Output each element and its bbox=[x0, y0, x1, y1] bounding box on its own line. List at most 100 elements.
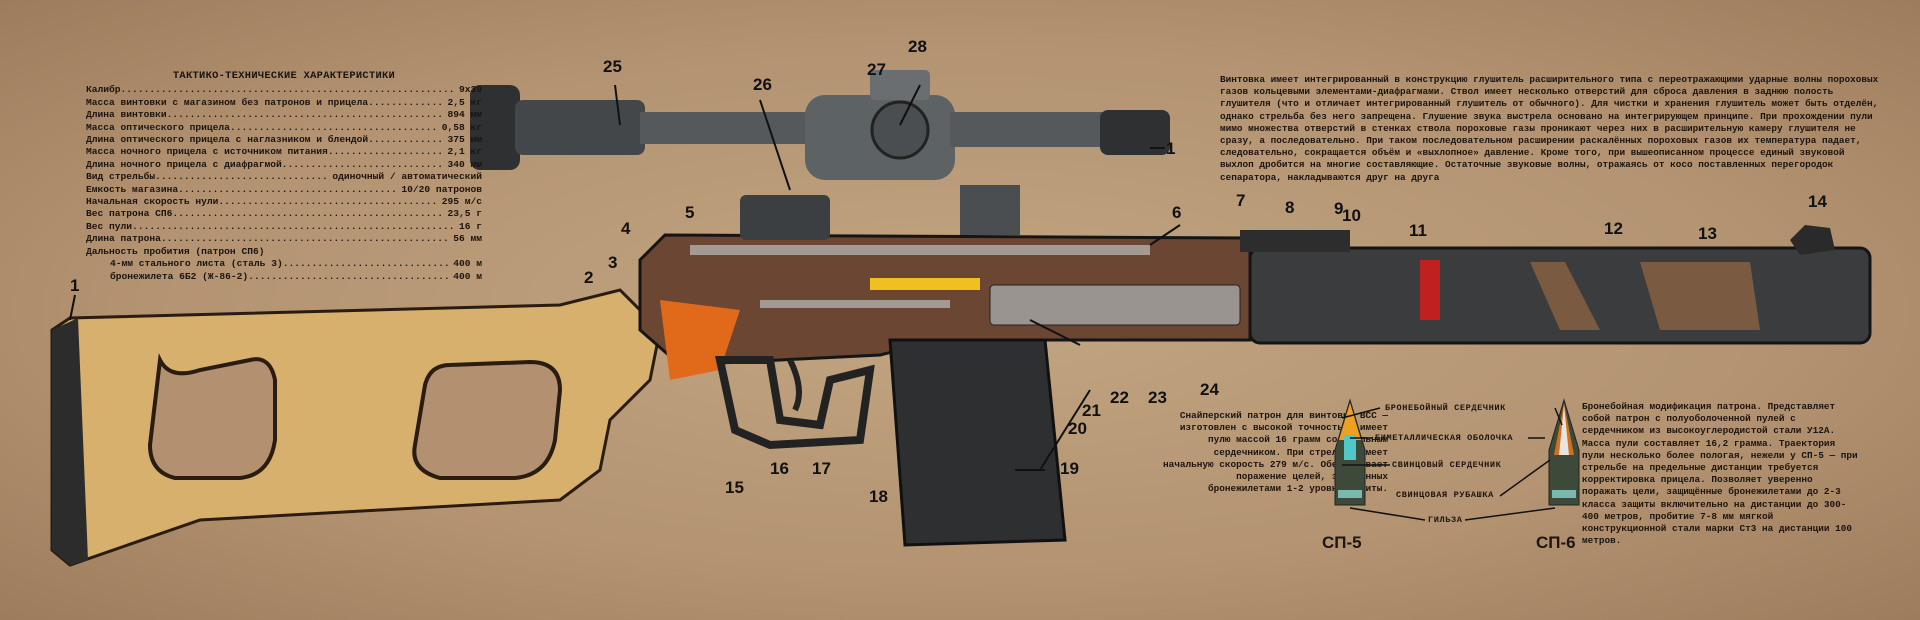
spec-value: 16 г bbox=[458, 220, 482, 232]
spec-value: 295 м/с bbox=[441, 196, 482, 208]
label-bimetal-jacket: БИМЕТАЛЛИЧЕСКАЯ ОБОЛОЧКА bbox=[1375, 433, 1514, 443]
spec-label: Начальная скорость нули bbox=[86, 196, 219, 208]
spec-value: 23,5 г bbox=[447, 208, 482, 220]
optical-scope bbox=[470, 70, 1170, 240]
spec-row: Масса оптического прицела 0,58 кг bbox=[86, 122, 482, 134]
butt-pad bbox=[52, 318, 88, 565]
spec-label: бронежилета 6Б2 (Ж-86-2) bbox=[110, 270, 249, 282]
spec-row: Длина ночного прицела с диафрагмой 340 мм bbox=[86, 159, 482, 171]
callout-number: 23 bbox=[1148, 388, 1167, 407]
specifications-table: ТАКТИКО-ТЕХНИЧЕСКИЕ ХАРАКТЕРИСТИКИ Калиб… bbox=[86, 70, 482, 283]
spec-row: Вес патрона СП6 23,5 г bbox=[86, 208, 482, 220]
spec-row: Вид стрельбы одиночный / автоматический bbox=[86, 171, 482, 183]
sp6-name: СП-6 bbox=[1536, 533, 1576, 552]
sp5-name: СП-5 bbox=[1322, 533, 1362, 552]
spec-row: Длина патрона 56 мм bbox=[86, 233, 482, 245]
callout-number: 26 bbox=[753, 75, 772, 94]
callout-number: 13 bbox=[1698, 224, 1717, 243]
penetration-title-text: Дальность пробития (патрон СП6) bbox=[86, 245, 265, 257]
callout-number: 11 bbox=[1409, 221, 1427, 240]
callout-number: 22 bbox=[1110, 388, 1129, 407]
callout-number: 2 bbox=[584, 268, 594, 287]
callout-lines bbox=[69, 84, 1181, 471]
spec-row: бронежилета 6Б2 (Ж-86-2)400 м bbox=[86, 271, 482, 283]
spec-label: Вид стрельбы bbox=[86, 171, 156, 183]
spec-label: Масса ночного прицела с источником питан… bbox=[86, 146, 328, 158]
callout-number: 16 bbox=[770, 459, 789, 478]
callout-number: 14 bbox=[1808, 192, 1827, 211]
silencer-description: Винтовка имеет интегрированный в констру… bbox=[1220, 74, 1879, 183]
spec-value: 375 мм bbox=[447, 134, 482, 146]
spec-row: Вес пули 16 г bbox=[86, 221, 482, 233]
rear-sight bbox=[1240, 230, 1350, 252]
spec-value: 56 мм bbox=[453, 233, 482, 245]
spec-value: 2,5 кг bbox=[447, 96, 482, 108]
spec-label: Длина оптического прицела с наглазником … bbox=[86, 134, 369, 146]
callout-number: 21 bbox=[1082, 401, 1101, 420]
stock-hole-rear bbox=[147, 353, 277, 480]
spec-label: Длина ночного прицела с диафрагмой bbox=[86, 158, 282, 170]
callout-number: 27 bbox=[867, 60, 886, 79]
penetration-title: Дальность пробития (патрон СП6) bbox=[86, 246, 482, 258]
spec-value: 9x39 bbox=[458, 84, 482, 96]
spec-value: 0,58 кг bbox=[441, 121, 482, 133]
callout-number: 19 bbox=[1060, 459, 1079, 478]
magazine bbox=[888, 338, 1067, 547]
callout-number: 15 bbox=[725, 478, 744, 497]
callout-number: 18 bbox=[869, 487, 888, 506]
sp6-cartridge-illustration bbox=[1548, 398, 1580, 506]
callout-number: 9 bbox=[1334, 199, 1344, 218]
callout-number: 7 bbox=[1236, 191, 1246, 210]
spec-row: Калибр 9x39 bbox=[86, 84, 482, 96]
label-lead-jacket: СВИНЦОВАЯ РУБАШКА bbox=[1396, 490, 1494, 500]
spec-label: Калибр bbox=[86, 84, 121, 96]
callout-number: 28 bbox=[908, 37, 927, 56]
spec-value: одиночный / автоматический bbox=[332, 171, 482, 183]
spec-row: Масса ночного прицела с источником питан… bbox=[86, 146, 482, 158]
stock-hole-front bbox=[412, 359, 563, 480]
sp5-description: Снайперский патрон для винтовки ВСС — из… bbox=[1162, 410, 1388, 495]
spec-row: Масса винтовки с магазином без патронов … bbox=[86, 97, 482, 109]
spec-row: Длина винтовки 894 мм bbox=[86, 109, 482, 121]
spec-value: 10/20 патронов bbox=[401, 183, 482, 195]
spec-row: 4-мм стального листа (сталь 3) 400 м bbox=[86, 258, 482, 270]
spec-value: 894 мм bbox=[447, 109, 482, 121]
spec-row: Длина оптического прицела с наглазником … bbox=[86, 134, 482, 146]
label-lead-core: СВИНЦОВЫЙ СЕРДЕЧНИК bbox=[1392, 460, 1502, 470]
spec-value: 340 мм bbox=[447, 158, 482, 170]
spec-label: Длина винтовки bbox=[86, 109, 167, 121]
spec-label: Масса оптического прицела bbox=[86, 121, 230, 133]
spec-row: Начальная скорость нули 295 м/с bbox=[86, 196, 482, 208]
sp6-description: Бронебойная модификация патрона. Предста… bbox=[1582, 401, 1858, 547]
spec-label: Вес патрона СП6 bbox=[86, 208, 173, 220]
callout-number: 3 bbox=[608, 253, 618, 272]
spec-label: Вес пули bbox=[86, 220, 133, 232]
trigger-guard bbox=[715, 356, 875, 450]
front-sight bbox=[1790, 225, 1835, 255]
spec-value: 400 м bbox=[453, 258, 482, 270]
callout-number: 1 bbox=[1166, 139, 1176, 158]
label-case: ГИЛЬЗА bbox=[1428, 515, 1463, 525]
callout-number: 17 bbox=[812, 459, 831, 478]
callout-number: 4 bbox=[621, 219, 631, 238]
callout-number: 10 bbox=[1342, 206, 1361, 225]
spec-label: Длина патрона bbox=[86, 233, 161, 245]
callout-number: 1 bbox=[70, 276, 80, 295]
label-armor-core: БРОНЕБОЙНЫЙ СЕРДЕЧНИК bbox=[1385, 403, 1506, 413]
spec-label: 4-мм стального листа (сталь 3) bbox=[110, 258, 283, 270]
sp5-cartridge-illustration bbox=[1334, 398, 1366, 506]
callout-number: 8 bbox=[1285, 198, 1295, 217]
callout-number: 5 bbox=[685, 203, 695, 222]
trigger bbox=[787, 358, 802, 412]
spec-label: Масса винтовки с магазином без патронов … bbox=[86, 96, 369, 108]
callout-number: 6 bbox=[1172, 203, 1182, 222]
spec-value: 2,1 кг bbox=[447, 146, 482, 158]
spec-label: Емкость магазина bbox=[86, 183, 179, 195]
callout-number: 12 bbox=[1604, 219, 1623, 238]
specs-title: ТАКТИКО-ТЕХНИЧЕСКИЕ ХАРАКТЕРИСТИКИ bbox=[172, 70, 396, 82]
callout-number: 25 bbox=[603, 57, 622, 76]
callout-number: 20 bbox=[1068, 419, 1087, 438]
spec-row: Емкость магазина 10/20 патронов bbox=[86, 184, 482, 196]
